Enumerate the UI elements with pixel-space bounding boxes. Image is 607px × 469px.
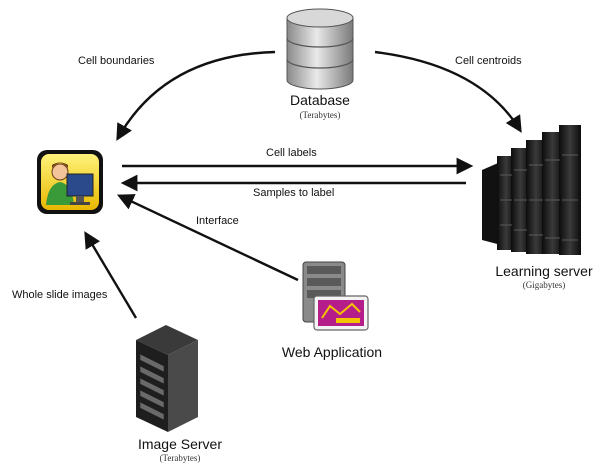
edge-label-interface: Interface — [196, 215, 239, 227]
image-server-title: Image Server — [137, 436, 223, 452]
web-application-icon — [302, 261, 369, 331]
edge-label-cell-labels: Cell labels — [266, 147, 317, 159]
image-server-icon — [136, 325, 198, 432]
learning-server-subtitle: (Gigabytes) — [522, 280, 566, 290]
database-subtitle: (Terabytes) — [299, 110, 341, 120]
edge-interface — [116, 194, 299, 282]
database-icon — [286, 8, 354, 90]
learning-server-title: Learning server — [495, 263, 593, 279]
image-server-subtitle: (Terabytes) — [159, 453, 201, 463]
edge-label-whole-slide-images: Whole slide images — [12, 289, 108, 301]
web-application-title: Web Application — [281, 344, 383, 360]
edge-cell-boundaries — [116, 50, 276, 141]
edge-whole-slide-images — [84, 231, 138, 319]
user-workstation-icon — [37, 150, 103, 214]
edge-label-samples-to-label: Samples to label — [253, 187, 335, 199]
edge-label-cell-boundaries: Cell boundaries — [78, 55, 155, 67]
learning-server-icon — [482, 125, 581, 255]
database-title: Database — [290, 92, 350, 108]
edge-label-cell-centroids: Cell centroids — [455, 55, 522, 67]
edge-cell-centroids — [374, 50, 522, 133]
